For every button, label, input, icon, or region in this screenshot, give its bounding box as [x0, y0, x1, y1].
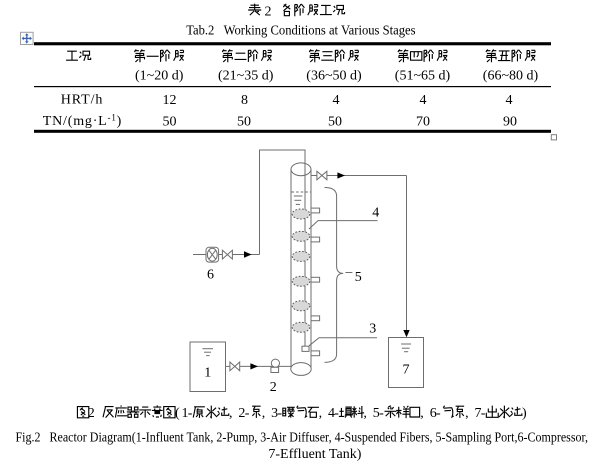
svg-text:8: 8 [241, 93, 248, 108]
svg-text:-: - [188, 406, 193, 421]
svg-text:50: 50 [328, 114, 342, 129]
svg-text:4: 4 [420, 93, 427, 108]
svg-text:50: 50 [163, 114, 177, 129]
svg-text:,: , [319, 406, 323, 421]
svg-text:4: 4 [372, 206, 379, 221]
svg-text:-: - [334, 406, 339, 421]
svg-text:2: 2 [238, 406, 245, 421]
svg-text:-: - [379, 406, 384, 421]
svg-text:(1~20 d): (1~20 d) [135, 68, 184, 83]
svg-text:5: 5 [355, 270, 362, 285]
svg-text:,: , [363, 406, 367, 421]
svg-text:12: 12 [163, 93, 177, 108]
svg-text:-: - [277, 406, 282, 421]
svg-text:4: 4 [333, 93, 340, 108]
svg-text:TN/(mg·L-1): TN/(mg·L-1) [43, 113, 122, 130]
svg-text:1: 1 [204, 365, 211, 380]
svg-text:5: 5 [373, 406, 380, 421]
svg-text:(66~80 d): (66~80 d) [483, 68, 539, 83]
svg-text:2: 2 [270, 380, 277, 395]
svg-text:3: 3 [369, 321, 376, 336]
svg-text:6: 6 [430, 406, 437, 421]
svg-text:4: 4 [328, 406, 335, 421]
svg-text:-: - [481, 406, 486, 421]
svg-text:2: 2 [88, 406, 95, 421]
svg-text:90: 90 [503, 114, 517, 129]
svg-text:-: - [245, 406, 250, 421]
svg-text:HRT/h: HRT/h [61, 93, 104, 108]
svg-text:6: 6 [207, 268, 214, 283]
svg-text:(21~35 d): (21~35 d) [218, 68, 274, 83]
svg-text:7: 7 [475, 406, 482, 421]
svg-text:Tab.2 Working Conditions at: Tab.2 Working Conditions at Various Stag… [186, 23, 415, 38]
svg-text:,: , [229, 406, 233, 421]
svg-text:,: , [262, 406, 266, 421]
svg-text:2: 2 [265, 5, 272, 20]
svg-text:70: 70 [416, 114, 430, 129]
svg-text:7: 7 [403, 363, 410, 378]
svg-text:): ) [522, 406, 527, 421]
svg-text:7-Effluent Tank): 7-Effluent Tank) [268, 447, 361, 462]
svg-text:3: 3 [271, 406, 278, 421]
svg-text:-: - [436, 406, 441, 421]
svg-text:Fig.2 Reactor Diagram(1-Infl: Fig.2 Reactor Diagram(1-Influent Tank, 2… [16, 431, 589, 446]
svg-text:(36~50 d): (36~50 d) [306, 68, 362, 83]
svg-text:1: 1 [182, 406, 189, 421]
svg-text:4: 4 [506, 93, 513, 108]
svg-text:(51~65 d): (51~65 d) [395, 68, 451, 83]
svg-text:,: , [420, 406, 424, 421]
svg-text:50: 50 [237, 114, 251, 129]
svg-text:,: , [465, 406, 469, 421]
svg-text:(: ( [175, 406, 180, 421]
